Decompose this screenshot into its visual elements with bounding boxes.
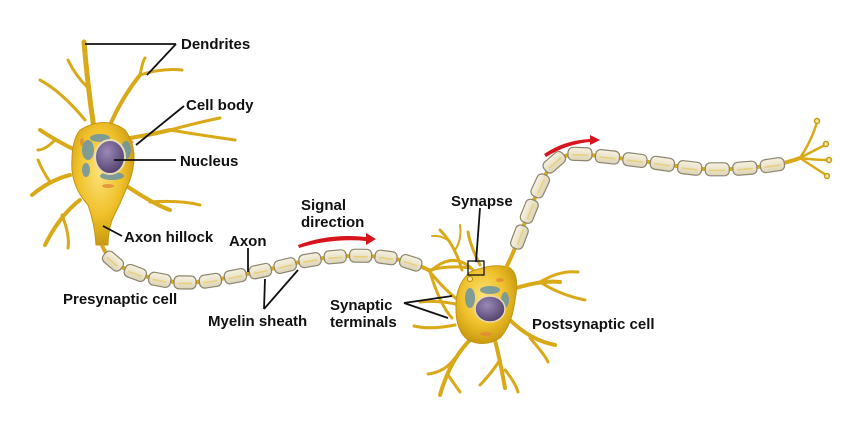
myelin-segment-core: [403, 260, 418, 267]
axon-terminals: [428, 259, 477, 320]
myelin-segment: [519, 198, 539, 224]
myelin-segment-core: [626, 159, 643, 163]
myelin-segment-core: [764, 164, 781, 169]
myelin-segment-core: [378, 256, 393, 261]
myelin-segment: [399, 253, 423, 272]
label-myelin-sheath: Myelin sheath: [208, 313, 308, 330]
presynaptic-dendrites: [30, 39, 237, 250]
myelin-segment: [123, 263, 148, 283]
myelin-segment-core: [228, 275, 243, 280]
label-signal-direction: Signal direction: [301, 197, 365, 231]
label-dendrites: Dendrites: [181, 36, 251, 53]
myelin-segment: [594, 148, 621, 165]
myelin-segment-core: [654, 162, 671, 167]
signal-direction-arrow-2: [544, 135, 600, 157]
myelin-segment-core: [537, 178, 546, 194]
label-axon: Axon: [229, 233, 267, 250]
myelin-segment-core: [303, 259, 318, 264]
myelin-segment-core: [736, 167, 754, 171]
postsynaptic-nucleus: [474, 295, 506, 323]
myelin-segment-core: [253, 269, 268, 275]
myelin-segment-core: [516, 229, 524, 246]
myelin-segment: [622, 152, 648, 169]
myelin-segment: [323, 249, 347, 265]
label-cell-body: Cell body: [186, 97, 254, 114]
label-nucleus: Nucleus: [180, 153, 239, 170]
myelin-segment-core: [681, 167, 698, 171]
synaptic-bouton: [467, 276, 473, 282]
myelin-segment: [759, 157, 786, 174]
myelin-segment-core: [203, 279, 218, 284]
myelin-segment: [101, 250, 125, 272]
myelin-segment-core: [278, 264, 293, 269]
myelin-segment: [676, 160, 703, 176]
myelin-segment-core: [152, 278, 167, 283]
axon-terminal-branches: [798, 120, 830, 177]
myelin-segment-core: [106, 256, 119, 267]
signal-direction-arrow: [298, 233, 376, 248]
myelin-segment: [223, 268, 248, 285]
myelin-segment: [542, 150, 567, 174]
myelin-segment-core: [328, 256, 343, 260]
myelin-segment: [273, 257, 297, 275]
label-synapse: Synapse: [451, 193, 513, 210]
presynaptic-nucleus: [94, 139, 126, 175]
myelin-segment: [198, 272, 223, 289]
myelin-sheath-segments-postsynaptic: [509, 146, 786, 250]
myelin-segment: [374, 249, 398, 266]
label-axon-hillock: Axon hillock: [124, 229, 214, 246]
myelin-segment-core: [599, 156, 616, 160]
myelin-segment: [348, 248, 373, 263]
myelin-segment: [704, 162, 730, 177]
myelin-segment: [567, 146, 593, 162]
myelin-segment: [248, 262, 273, 280]
presynaptic-cell-body: [71, 122, 135, 246]
myelin-segment: [298, 252, 322, 269]
myelin-segment: [649, 155, 676, 172]
postsynaptic-cell-body: [455, 265, 518, 344]
myelin-segment: [147, 271, 172, 288]
myelin-segment-core: [128, 270, 142, 277]
label-postsynaptic-cell: Postsynaptic cell: [532, 316, 655, 333]
myelin-segment: [509, 224, 529, 250]
label-presynaptic-cell: Presynaptic cell: [63, 291, 178, 308]
myelin-segment: [732, 160, 758, 176]
myelin-segment: [530, 173, 551, 199]
myelin-sheath-segments: [101, 248, 423, 290]
label-synaptic-terminals: Synaptic terminals: [330, 297, 397, 331]
myelin-segment-core: [548, 157, 562, 169]
myelin-segment: [173, 275, 197, 290]
leader-lines: [85, 43, 481, 319]
myelin-segment-core: [526, 203, 534, 220]
